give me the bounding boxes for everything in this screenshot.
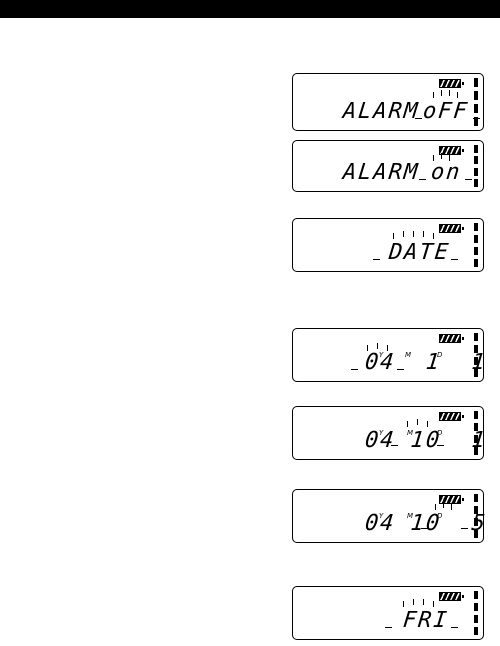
blink-indicator-icon — [351, 343, 404, 383]
level-bars — [474, 591, 479, 635]
blink-indicator-icon — [421, 502, 468, 544]
day-marker: D — [437, 429, 443, 437]
lcd-display-weekday: FRI — [292, 586, 484, 640]
lcd-display-day: Y M D 04 10 5 — [292, 489, 488, 544]
level-bars — [474, 223, 479, 267]
month-marker: M — [407, 429, 414, 437]
lcd-display-month: Y M D 04 10 1 — [292, 406, 488, 460]
lcd-display-alarm-off: ALARM oFF — [292, 73, 484, 131]
month-marker: M — [405, 351, 412, 359]
lcd-display-date: DATE — [292, 218, 484, 272]
date-value: 04 10 5 — [363, 511, 489, 536]
level-bars — [474, 494, 479, 538]
header-bar — [0, 0, 500, 18]
battery-icon — [439, 146, 464, 155]
blink-indicator-icon — [419, 153, 472, 193]
lcd-display-alarm-on: ALARM on — [292, 140, 484, 192]
battery-icon — [439, 334, 464, 343]
lcd-display-year: Y M D 04 1 1 — [292, 328, 488, 383]
display-label: ALARM — [341, 160, 421, 185]
battery-icon — [439, 412, 464, 421]
battery-icon — [439, 224, 464, 233]
year-marker: Y — [379, 512, 384, 520]
battery-icon — [439, 495, 464, 504]
day-marker: D — [437, 512, 443, 520]
level-bars — [474, 333, 479, 377]
month-marker: M — [407, 512, 414, 520]
blink-indicator-icon — [373, 231, 458, 273]
blink-indicator-icon — [385, 599, 458, 641]
blink-indicator-icon — [415, 90, 480, 132]
level-bars — [474, 145, 479, 187]
level-bars — [474, 78, 479, 126]
battery-icon — [439, 592, 464, 601]
battery-icon — [439, 79, 464, 88]
level-bars — [474, 411, 479, 455]
blink-indicator-icon — [391, 419, 444, 459]
year-marker: Y — [379, 351, 384, 359]
display-label: ALARM — [341, 99, 421, 124]
year-marker: Y — [379, 429, 384, 437]
day-marker: D — [437, 351, 443, 359]
